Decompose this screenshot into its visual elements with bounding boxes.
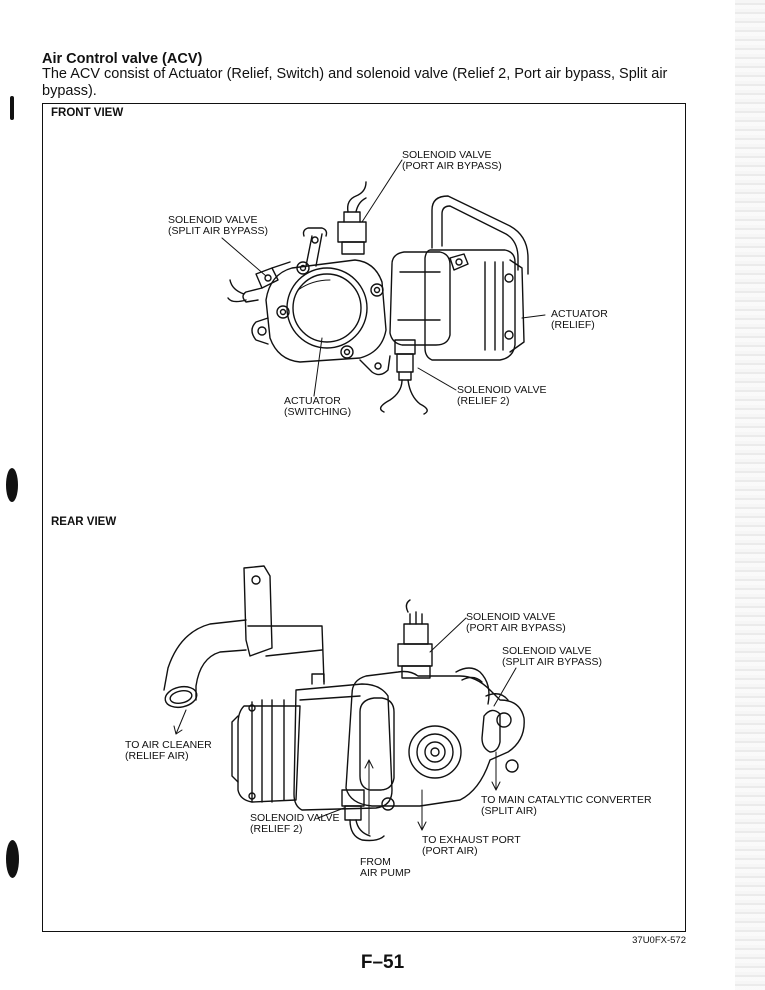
front-view-drawing	[221, 159, 546, 415]
rear-callout-to-exhaust-port: TO EXHAUST PORT (PORT AIR)	[422, 834, 521, 857]
front-callout-actuator-relief: ACTUATOR (RELIEF)	[551, 308, 608, 331]
front-callout-actuator-switching: ACTUATOR (SWITCHING)	[284, 395, 352, 418]
binding-mark-bottom	[6, 840, 19, 878]
front-callout-split-air-bypass: SOLENOID VALVE (SPLIT AIR BYPASS)	[168, 214, 268, 237]
scan-edge-texture	[735, 0, 765, 990]
binding-mark-top	[10, 96, 14, 120]
section-intro: The ACV consist of Actuator (Relief, Swi…	[42, 66, 668, 99]
rear-view-label: REAR VIEW	[51, 516, 117, 528]
rear-callout-to-main-catalytic: TO MAIN CATALYTIC CONVERTER (SPLIT AIR)	[481, 794, 652, 817]
rear-callout-port-air-bypass: SOLENOID VALVE (PORT AIR BYPASS)	[466, 611, 566, 634]
rear-view-drawing	[163, 565, 525, 842]
rear-callout-split-air-bypass: SOLENOID VALVE (SPLIT AIR BYPASS)	[502, 645, 602, 668]
figure-code: 37U0FX-572	[632, 935, 686, 946]
rear-callout-relief-2: SOLENOID VALVE (RELIEF 2)	[250, 812, 340, 835]
figure-frame	[42, 103, 686, 932]
front-callout-port-air-bypass: SOLENOID VALVE (PORT AIR BYPASS)	[402, 149, 502, 172]
rear-callout-from-air-pump: FROM AIR PUMP	[360, 856, 411, 879]
front-view-label: FRONT VIEW	[51, 107, 124, 119]
section-title: Air Control valve (ACV)	[42, 51, 203, 67]
rear-callout-to-air-cleaner: TO AIR CLEANER (RELIEF AIR)	[125, 739, 212, 762]
front-callout-relief-2: SOLENOID VALVE (RELIEF 2)	[457, 384, 547, 407]
page-number: F–51	[360, 952, 405, 973]
binding-mark-middle	[6, 468, 18, 502]
